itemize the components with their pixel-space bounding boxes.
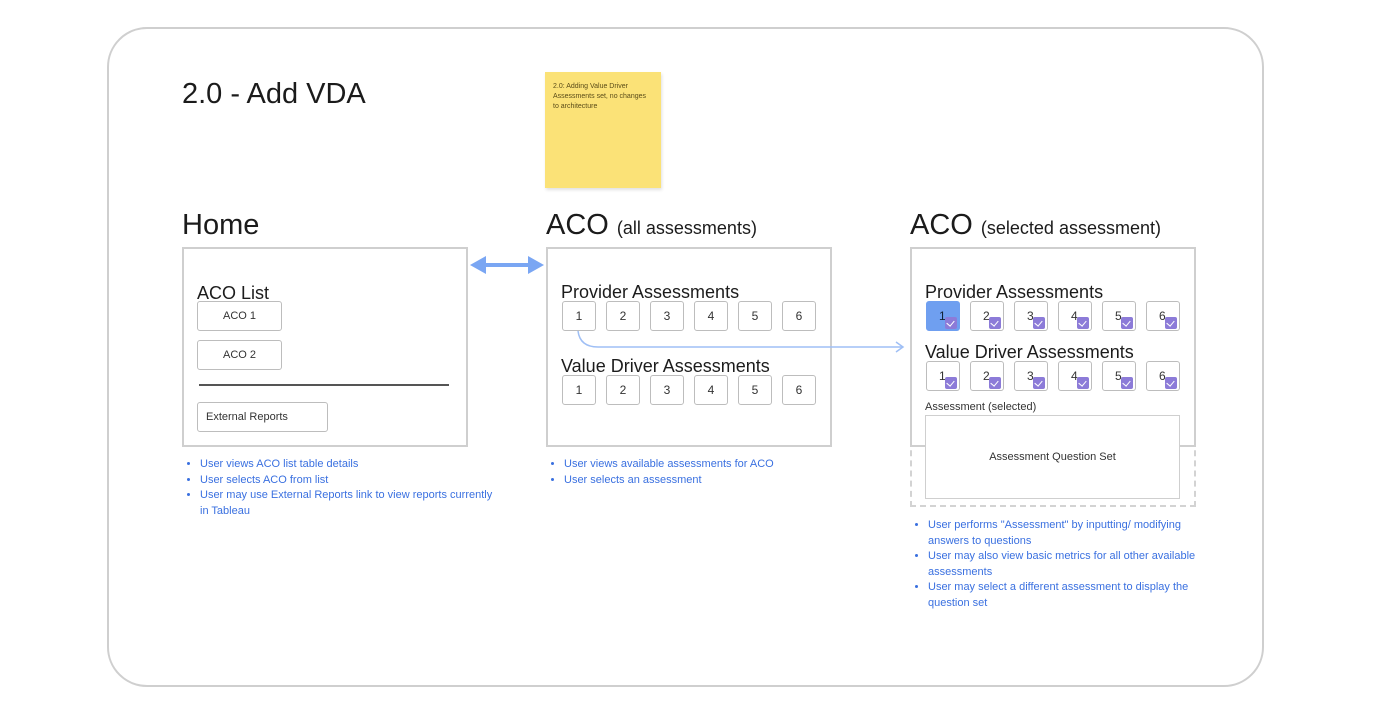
aco-all-provider-row: 1 2 3 4 5 6 <box>562 301 816 331</box>
provider-assessment-box[interactable]: 2 <box>970 301 1004 331</box>
provider-assessment-box[interactable]: 1 <box>562 301 596 331</box>
aco-all-panel <box>546 247 832 447</box>
vda-box[interactable]: 5 <box>738 375 772 405</box>
vda-box[interactable]: 6 <box>1146 361 1180 391</box>
checklist-icon <box>945 317 957 329</box>
home-title-text: Home <box>182 209 260 241</box>
checklist-icon <box>1077 317 1089 329</box>
aco-selected-title-text: ACO <box>910 209 973 241</box>
home-note: User views ACO list table details <box>200 457 500 473</box>
provider-assessment-box[interactable]: 5 <box>738 301 772 331</box>
aco-all-note: User selects an assessment <box>564 473 864 489</box>
checklist-icon <box>1077 377 1089 389</box>
vda-box[interactable]: 3 <box>1014 361 1048 391</box>
home-title: Home <box>182 208 259 242</box>
home-notes: User views ACO list table details User s… <box>184 457 500 519</box>
assessment-selected-label: Assessment (selected) <box>925 401 1037 413</box>
aco-all-vda-heading: Value Driver Assessments <box>561 356 770 376</box>
home-note: User may use External Reports link to vi… <box>200 488 500 519</box>
vda-box[interactable]: 5 <box>1102 361 1136 391</box>
aco-all-title-text: ACO <box>546 209 609 241</box>
vda-box[interactable]: 2 <box>606 375 640 405</box>
aco-selected-title: ACO (selected assessment) <box>910 208 1161 245</box>
provider-assessment-box-selected[interactable]: 1 <box>926 301 960 331</box>
assessment-question-set-panel[interactable]: Assessment Question Set <box>925 415 1180 499</box>
vda-box[interactable]: 6 <box>782 375 816 405</box>
aco-selected-vda-heading: Value Driver Assessments <box>925 342 1134 362</box>
aco-all-subtitle: (all assessments) <box>616 218 757 238</box>
box-number: 4 <box>1071 309 1078 323</box>
box-number: 1 <box>939 309 946 323</box>
provider-assessment-box[interactable]: 2 <box>606 301 640 331</box>
checklist-icon <box>1165 317 1177 329</box>
checklist-icon <box>1121 377 1133 389</box>
vda-box[interactable]: 4 <box>1058 361 1092 391</box>
vda-box[interactable]: 4 <box>694 375 728 405</box>
box-number: 5 <box>1115 369 1122 383</box>
sticky-note[interactable]: 2.0: Adding Value Driver Assessments set… <box>545 72 661 188</box>
provider-assessment-box[interactable]: 3 <box>1014 301 1048 331</box>
aco-selected-vda-row: 1 2 3 4 5 6 <box>926 361 1186 391</box>
provider-assessment-box[interactable]: 6 <box>1146 301 1180 331</box>
checklist-icon <box>945 377 957 389</box>
box-number: 2 <box>983 369 990 383</box>
checklist-icon <box>989 317 1001 329</box>
sticky-note-text: 2.0: Adding Value Driver Assessments set… <box>553 83 646 110</box>
aco-all-title: ACO (all assessments) <box>546 208 757 245</box>
checklist-icon <box>1033 377 1045 389</box>
question-set-label: Assessment Question Set <box>989 451 1116 463</box>
vda-box[interactable]: 1 <box>562 375 596 405</box>
box-number: 2 <box>983 309 990 323</box>
provider-assessment-box[interactable]: 4 <box>694 301 728 331</box>
aco-all-note: User views available assessments for ACO <box>564 457 864 473</box>
aco-all-provider-heading: Provider Assessments <box>561 282 740 302</box>
aco-all-notes: User views available assessments for ACO… <box>548 457 864 488</box>
vda-box[interactable]: 2 <box>970 361 1004 391</box>
checklist-icon <box>1165 377 1177 389</box>
vda-box[interactable]: 1 <box>926 361 960 391</box>
aco-selected-subtitle: (selected assessment) <box>980 218 1161 238</box>
provider-assessment-box[interactable]: 5 <box>1102 301 1136 331</box>
page-title: 2.0 - Add VDA <box>182 78 366 110</box>
aco-selected-note: User performs "Assessment" by inputting/… <box>928 518 1218 549</box>
provider-assessment-box[interactable]: 4 <box>1058 301 1092 331</box>
box-number: 3 <box>1027 309 1034 323</box>
aco-selected-note: User may select a different assessment t… <box>928 580 1218 611</box>
aco-selected-provider-row: 1 2 3 4 5 6 <box>926 301 1186 331</box>
home-divider <box>199 384 449 386</box>
box-number: 3 <box>1027 369 1034 383</box>
box-number: 6 <box>1159 309 1166 323</box>
box-number: 5 <box>1115 309 1122 323</box>
aco-selected-note: User may also view basic metrics for all… <box>928 549 1218 580</box>
provider-assessment-box[interactable]: 3 <box>650 301 684 331</box>
aco-all-vda-row: 1 2 3 4 5 6 <box>562 375 816 405</box>
external-reports-link[interactable]: External Reports <box>197 402 328 432</box>
aco-list-heading: ACO List <box>197 283 270 303</box>
home-note: User selects ACO from list <box>200 473 500 489</box>
aco-selected-notes: User performs "Assessment" by inputting/… <box>912 518 1218 611</box>
aco-item-2[interactable]: ACO 2 <box>197 340 282 370</box>
box-number: 6 <box>1159 369 1166 383</box>
checklist-icon <box>1033 317 1045 329</box>
box-number: 1 <box>939 369 946 383</box>
provider-assessment-box[interactable]: 6 <box>782 301 816 331</box>
aco-selected-provider-heading: Provider Assessments <box>925 282 1104 302</box>
vda-box[interactable]: 3 <box>650 375 684 405</box>
box-number: 4 <box>1071 369 1078 383</box>
checklist-icon <box>1121 317 1133 329</box>
aco-item-1[interactable]: ACO 1 <box>197 301 282 331</box>
checklist-icon <box>989 377 1001 389</box>
